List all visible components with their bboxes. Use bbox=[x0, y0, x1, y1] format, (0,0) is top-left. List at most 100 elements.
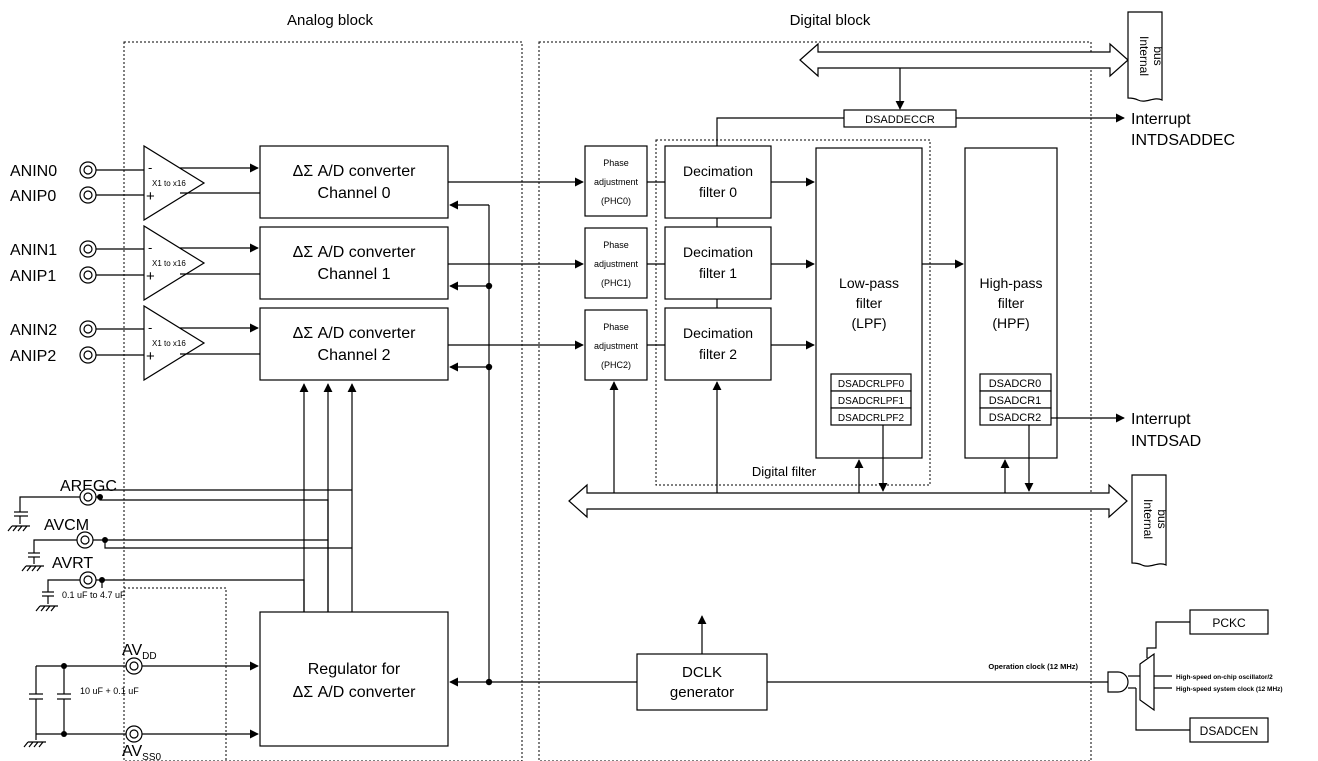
lpf-register-0: DSADCRLPF0 bbox=[838, 379, 905, 390]
svg-text:Phase: Phase bbox=[603, 158, 629, 168]
svg-text:Channel 0: Channel 0 bbox=[318, 185, 391, 202]
ground-symbol-avrt bbox=[35, 605, 58, 612]
and-gate bbox=[1107, 671, 1129, 693]
system-clock-label: High-speed system clock (12 MHz) bbox=[1176, 686, 1283, 693]
analog-inner-frame bbox=[124, 587, 227, 761]
high-pass-filter: High-pass filter (HPF) DSADCR0 DSADCR1 D… bbox=[964, 147, 1058, 459]
pin-anip1-label: ANIP1 bbox=[10, 268, 56, 285]
top-bus-label-line2: bus bbox=[1151, 46, 1165, 65]
svg-text:(HPF): (HPF) bbox=[992, 315, 1029, 331]
bottom-bus-label-line1: Internal bbox=[1141, 499, 1155, 539]
svg-text:Decimation: Decimation bbox=[683, 244, 753, 260]
svg-text:Channel 2: Channel 2 bbox=[318, 347, 391, 364]
svg-text:adjustment: adjustment bbox=[594, 341, 639, 351]
svg-text:-: - bbox=[148, 320, 152, 335]
pin-avrt: AVRT bbox=[52, 555, 97, 589]
svg-text:adjustment: adjustment bbox=[594, 259, 639, 269]
lpf-register-1: DSADCRLPF1 bbox=[838, 396, 905, 407]
pin-anin1: ANIN1 bbox=[10, 240, 97, 259]
pin-anin2-label: ANIN2 bbox=[10, 322, 57, 339]
pin-anip0: ANIP0 bbox=[10, 186, 97, 205]
svg-text:+: + bbox=[146, 188, 155, 205]
operation-clock-label: Operation clock (12 MHz) bbox=[988, 662, 1078, 671]
ground-symbol-avcm bbox=[21, 565, 44, 572]
svg-text:adjustment: adjustment bbox=[594, 177, 639, 187]
svg-text:Phase: Phase bbox=[603, 322, 629, 332]
digital-block-title: Digital block bbox=[790, 12, 871, 29]
pin-avrt-label: AVRT bbox=[52, 555, 93, 572]
pckc-register: PCKC bbox=[1189, 609, 1269, 635]
svg-text:+: + bbox=[146, 268, 155, 285]
converter-channel-0: ΔΣ A/D converter Channel 0 bbox=[259, 145, 449, 219]
pin-anin0: ANIN0 bbox=[10, 161, 97, 180]
svg-text:(PHC1): (PHC1) bbox=[601, 278, 631, 288]
amplifier-1: - + X1 to x16 bbox=[143, 224, 206, 302]
low-pass-filter: Low-pass filter (LPF) DSADCRLPF0 DSADCRL… bbox=[815, 147, 923, 459]
svg-text:DCLK: DCLK bbox=[682, 664, 722, 681]
regulator: Regulator for ΔΣ A/D converter bbox=[259, 611, 449, 747]
pin-avcm: AVCM bbox=[44, 517, 94, 549]
avrt-capacitor-label: 0.1 uF to 4.7 uF bbox=[62, 590, 126, 600]
svg-text:filter 0: filter 0 bbox=[699, 184, 737, 200]
ground-symbol-aregc bbox=[7, 525, 30, 532]
svg-text:generator: generator bbox=[670, 684, 734, 701]
svg-text:(LPF): (LPF) bbox=[852, 315, 887, 331]
hpf-register-0: DSADCR0 bbox=[989, 378, 1042, 390]
dsaddeccr-label: DSADDECCR bbox=[865, 114, 935, 126]
svg-text:+: + bbox=[146, 348, 155, 365]
amplifier-2-gain: X1 to x16 bbox=[152, 339, 186, 348]
ground-symbol-avss bbox=[23, 741, 46, 748]
top-bus-label-line1: Internal bbox=[1137, 36, 1151, 76]
decimation-filter-0: Decimation filter 0 bbox=[664, 145, 772, 219]
avdd-capacitor-label: 10 uF + 0.1 uF bbox=[80, 686, 139, 696]
svg-text:PCKC: PCKC bbox=[1212, 616, 1246, 630]
svg-text:-: - bbox=[148, 160, 152, 175]
svg-text:Low-pass: Low-pass bbox=[839, 275, 899, 291]
top-bus-tag bbox=[1127, 11, 1163, 102]
svg-text:DSADCEN: DSADCEN bbox=[1200, 724, 1259, 738]
dclk-generator: DCLK generator bbox=[636, 653, 768, 711]
svg-text:ΔΣ A/D converter: ΔΣ A/D converter bbox=[293, 325, 417, 342]
interrupt-dec-line1: Interrupt bbox=[1131, 111, 1191, 128]
decimation-filter-1: Decimation filter 1 bbox=[664, 226, 772, 300]
top-internal-bus bbox=[799, 42, 1129, 78]
svg-text:filter 1: filter 1 bbox=[699, 265, 737, 281]
amplifier-1-gain: X1 to x16 bbox=[152, 259, 186, 268]
phase-adjustment-2: Phase adjustment (PHC2) bbox=[584, 309, 648, 381]
bottom-bus-tag bbox=[1131, 474, 1167, 567]
pin-avss: AVSS0 bbox=[122, 725, 161, 761]
interrupt-ad-line1: Interrupt bbox=[1131, 411, 1191, 428]
svg-text:filter: filter bbox=[856, 295, 883, 311]
digital-block-frame bbox=[538, 41, 1092, 761]
pin-avss-label: AVSS0 bbox=[122, 743, 161, 761]
bottom-internal-bus bbox=[568, 483, 1128, 519]
pin-anip0-label: ANIP0 bbox=[10, 188, 56, 205]
svg-text:(PHC0): (PHC0) bbox=[601, 196, 631, 206]
pin-aregc-label: AREGC bbox=[60, 478, 117, 495]
svg-text:ΔΣ A/D converter: ΔΣ A/D converter bbox=[293, 163, 417, 180]
amplifier-0-gain: X1 to x16 bbox=[152, 179, 186, 188]
pin-aregc: AREGC bbox=[60, 478, 117, 506]
digital-filter-label: Digital filter bbox=[752, 464, 817, 479]
pin-anip2: ANIP2 bbox=[10, 346, 97, 365]
interrupt-ad-line2: INTDSAD bbox=[1131, 433, 1201, 450]
svg-text:High-pass: High-pass bbox=[979, 275, 1042, 291]
svg-text:ΔΣ A/D converter: ΔΣ A/D converter bbox=[293, 684, 417, 701]
dsadcen-register: DSADCEN bbox=[1189, 717, 1269, 743]
phase-adjustment-1: Phase adjustment (PHC1) bbox=[584, 227, 648, 299]
svg-text:Phase: Phase bbox=[603, 240, 629, 250]
analog-block-title: Analog block bbox=[287, 12, 373, 29]
svg-text:filter: filter bbox=[998, 295, 1025, 311]
analog-block-frame bbox=[123, 41, 523, 761]
bottom-bus-label-line2: bus bbox=[1155, 509, 1169, 528]
pin-anin2: ANIN2 bbox=[10, 320, 97, 339]
clock-mux bbox=[1139, 652, 1155, 712]
converter-channel-1: ΔΣ A/D converter Channel 1 bbox=[259, 226, 449, 300]
digital-filter-frame bbox=[655, 139, 931, 486]
pin-avdd: AVDD bbox=[122, 642, 157, 675]
svg-text:Decimation: Decimation bbox=[683, 163, 753, 179]
pin-avdd-label: AVDD bbox=[122, 642, 157, 662]
pin-anip2-label: ANIP2 bbox=[10, 348, 56, 365]
phase-adjustment-0: Phase adjustment (PHC0) bbox=[584, 145, 648, 217]
